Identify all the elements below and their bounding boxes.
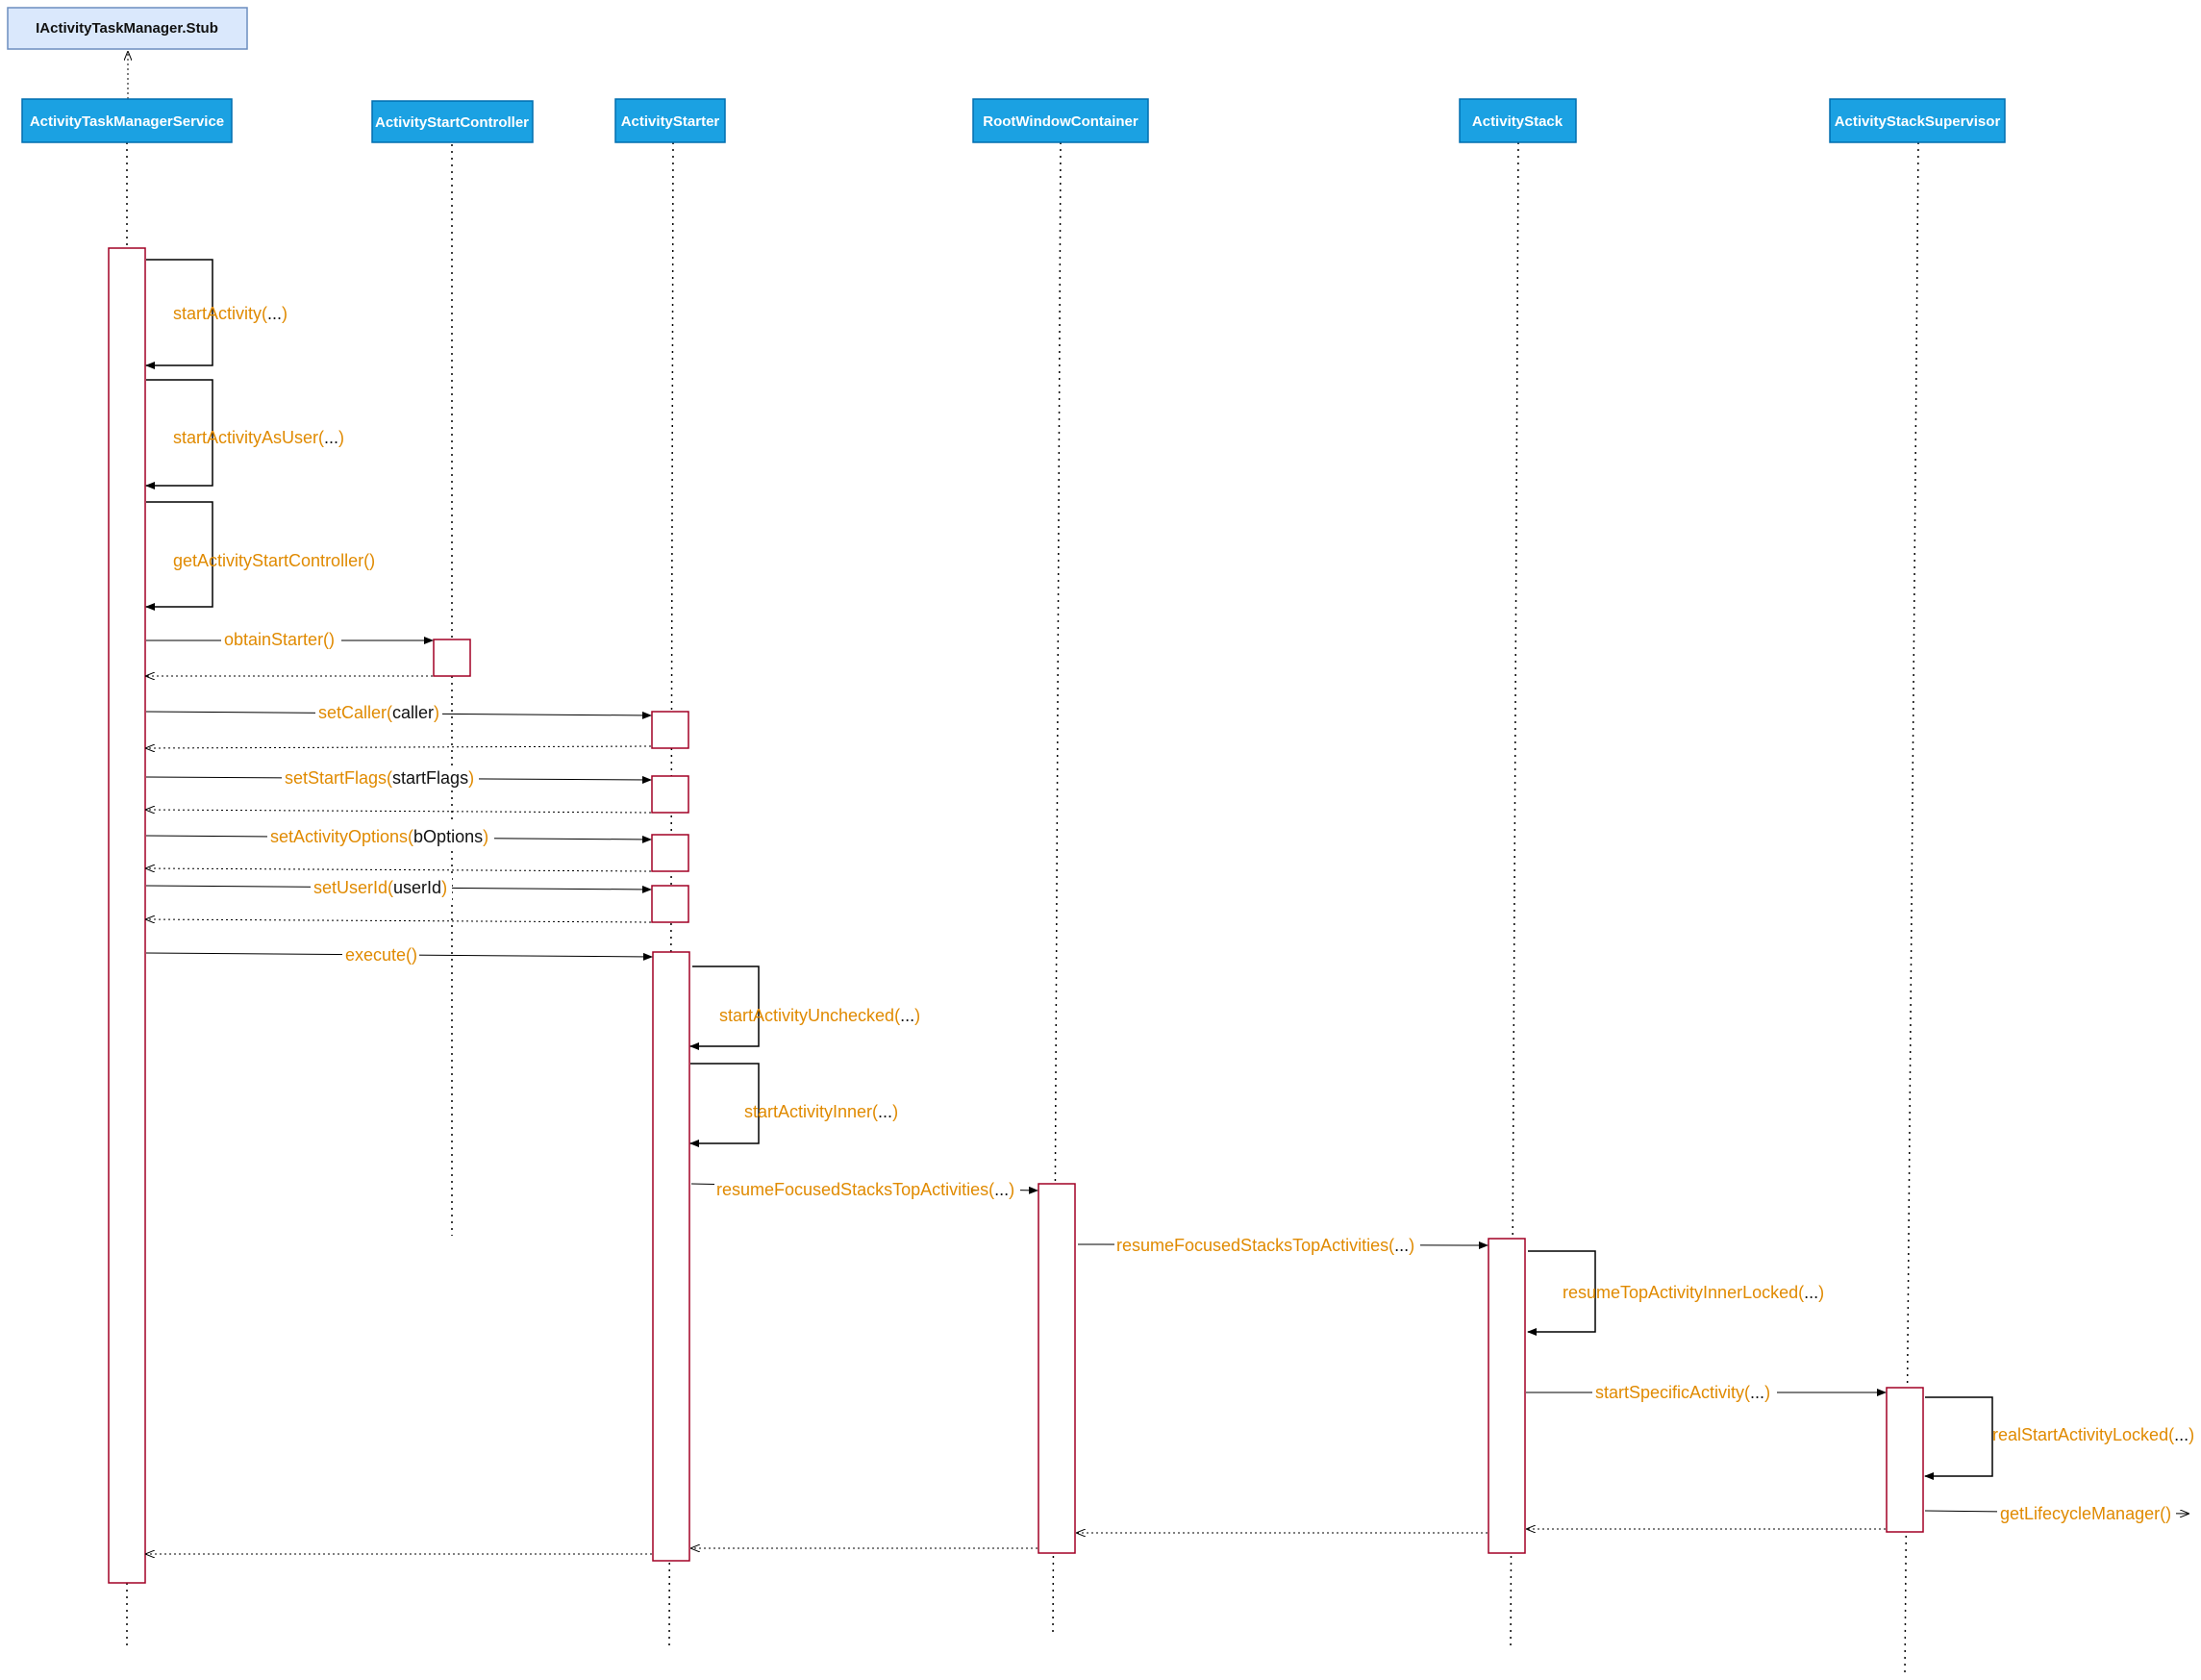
message-label: startActivity(...) xyxy=(173,304,288,323)
message-label: resumeTopActivityInnerLocked(...) xyxy=(1563,1283,1824,1302)
activation-asc xyxy=(433,639,471,677)
participant-stack: ActivityStack xyxy=(1459,98,1577,143)
activations xyxy=(108,247,1924,1584)
message-label: startActivityAsUser(...) xyxy=(173,428,344,447)
participant-sup: ActivityStackSupervisor xyxy=(1829,98,2006,143)
message-label: realStartActivityLocked(...) xyxy=(1992,1425,2194,1444)
message-label: setCaller(caller) xyxy=(318,703,439,722)
activation-as-execute xyxy=(652,951,690,1562)
activation-sup xyxy=(1886,1387,1924,1533)
participant-label: RootWindowContainer xyxy=(983,113,1138,130)
return-line-setCaller xyxy=(146,746,652,748)
message-label: startActivityUnchecked(...) xyxy=(719,1006,920,1025)
self-call-line-startActivity xyxy=(145,259,213,369)
participant-label: ActivityStarter xyxy=(621,113,720,130)
self-call-line-startActivityInner xyxy=(689,1063,760,1147)
return-line-setStartFlags xyxy=(146,810,652,813)
activation-as-setstartflags xyxy=(651,775,689,814)
message-label: getLifecycleManager() xyxy=(2000,1504,2171,1523)
self-call-line-getActivityStartController xyxy=(145,501,213,611)
participant-atms: ActivityTaskManagerService xyxy=(21,98,233,143)
activation-as-setactivityoptions xyxy=(651,834,689,872)
message-label: obtainStarter() xyxy=(224,630,335,649)
activation-stack xyxy=(1488,1238,1526,1554)
activation-rwc xyxy=(1038,1183,1076,1554)
participant-rwc: RootWindowContainer xyxy=(972,98,1149,143)
participant-label: ActivityTaskManagerService xyxy=(30,113,224,130)
participant-label: ActivityStartController xyxy=(375,114,529,131)
message-label: execute() xyxy=(345,945,417,965)
activation-as-setuserid xyxy=(651,885,689,923)
activation-as-setcaller xyxy=(651,711,689,749)
message-label: resumeFocusedStacksTopActivities(...) xyxy=(716,1180,1014,1199)
message-label: startSpecificActivity(...) xyxy=(1595,1383,1770,1402)
self-call-line-realStartActivityLocked xyxy=(1924,1396,1993,1480)
participant-asc: ActivityStartController xyxy=(371,100,534,143)
self-call-line-startActivityAsUser xyxy=(145,379,213,489)
participant-label: ActivityStack xyxy=(1472,113,1563,130)
message-label: setActivityOptions(bOptions) xyxy=(270,827,488,846)
message-label: getActivityStartController() xyxy=(173,551,375,570)
participant-label: ActivityStackSupervisor xyxy=(1835,113,2001,130)
return-line-setActivityOptions xyxy=(146,868,652,871)
self-call-line-startActivityUnchecked xyxy=(689,965,760,1050)
self-call-line-resumeTopActivityInnerLocked xyxy=(1527,1250,1596,1336)
message-label: resumeFocusedStacksTopActivities(...) xyxy=(1116,1236,1414,1255)
return-line-setUserId xyxy=(146,919,652,922)
message-label: startActivityInner(...) xyxy=(744,1102,898,1121)
activation-atms xyxy=(108,247,146,1584)
lifelines xyxy=(126,141,1919,1674)
message-label: setStartFlags(startFlags) xyxy=(285,768,474,788)
message-label: setUserId(userId) xyxy=(313,878,447,897)
interface-box: IActivityTaskManager.Stub xyxy=(7,7,248,50)
participant-as: ActivityStarter xyxy=(614,98,726,143)
interface-label: IActivityTaskManager.Stub xyxy=(36,20,218,37)
